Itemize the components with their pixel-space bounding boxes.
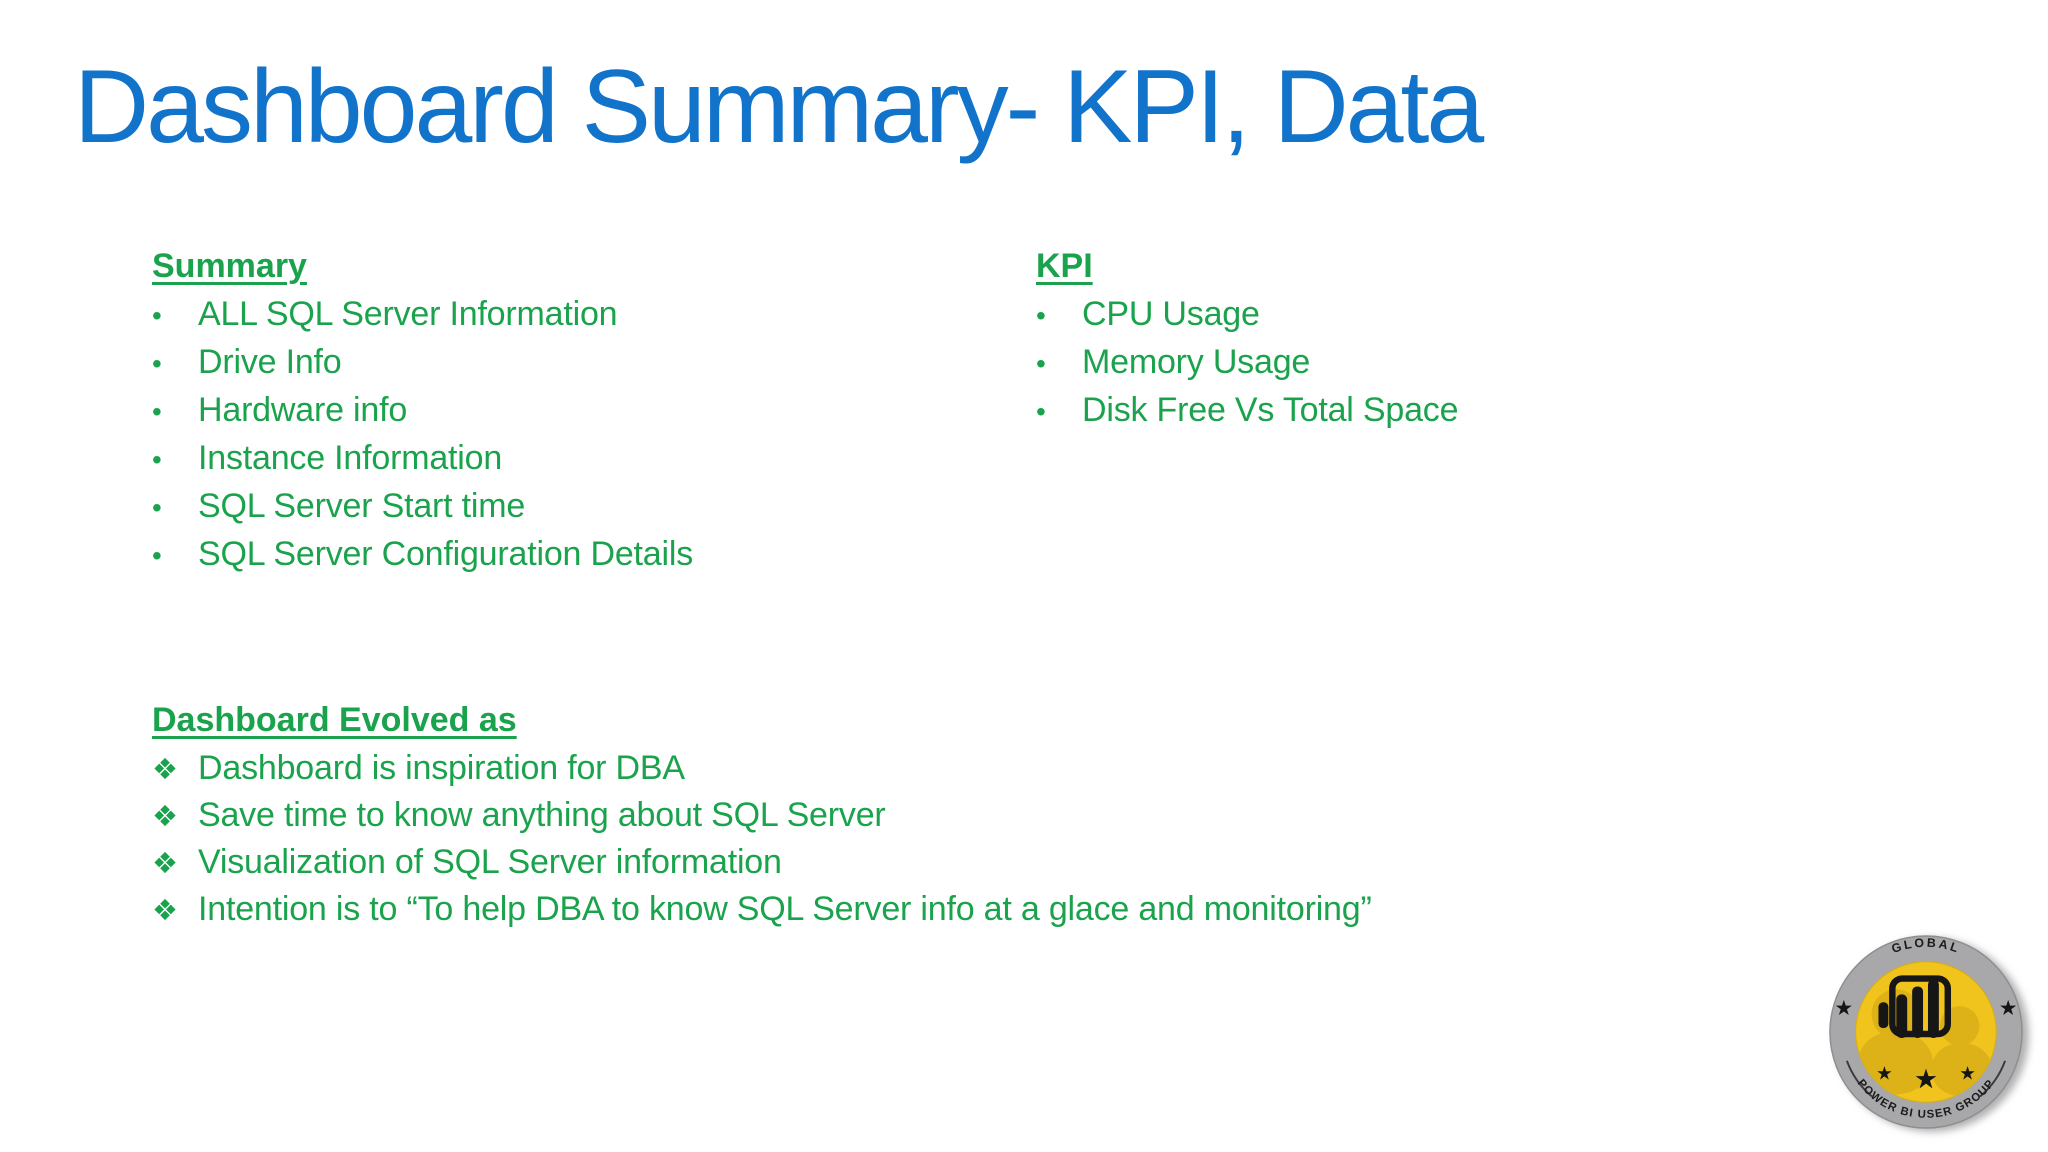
dashboard-evolved-list: ❖ Dashboard is inspiration for DBA ❖ Save … <box>152 745 1372 933</box>
ring-side-arcs <box>1845 1060 2007 1098</box>
list-item-text: Hardware info <box>198 391 408 429</box>
list-item: • SQL Server Start time <box>152 483 693 531</box>
power-bi-logo-icon <box>1878 975 1951 1038</box>
list-item-text: Save time to know anything about SQL Ser… <box>198 796 886 834</box>
list-item-text: Intention is to “To help DBA to know SQL… <box>198 890 1372 928</box>
list-item: ❖ Visualization of SQL Server information <box>152 839 1372 886</box>
list-item-text: SQL Server Configuration Details <box>198 535 694 573</box>
summary-heading: Summary <box>152 247 307 285</box>
kpi-section: KPI • CPU Usage • Memory Usage • Disk Free … <box>1036 246 1458 435</box>
bullet-dot-icon: • <box>152 348 162 379</box>
list-item: • SQL Server Configuration Details <box>152 531 693 579</box>
bullet-dot-icon: • <box>152 540 162 571</box>
list-item-text: Memory Usage <box>1082 343 1311 381</box>
kpi-heading: KPI <box>1036 247 1093 285</box>
list-item-text: ALL SQL Server Information <box>198 295 618 333</box>
bullet-diamond-icon: ❖ <box>152 752 178 786</box>
bullet-diamond-icon: ❖ <box>152 893 178 927</box>
summary-list: •ALL SQL Server Information •Drive Info … <box>152 291 693 579</box>
list-item: • Memory Usage <box>1036 339 1458 387</box>
bullet-dot-icon: • <box>152 300 162 331</box>
list-item: • Hardware info <box>152 387 693 435</box>
bullet-dot-icon: • <box>152 396 162 427</box>
bullet-dot-icon: • <box>152 492 162 523</box>
power-bi-user-group-badge: GLOBAL POWER BI USER GROUP <box>1829 935 2023 1129</box>
dashboard-evolved-heading: Dashboard Evolved as <box>152 701 517 739</box>
slide-title: Dashboard Summary- KPI, Data <box>74 49 1484 165</box>
list-item: • Drive Info <box>152 339 693 387</box>
badge-top-text: GLOBAL <box>1890 936 1963 956</box>
list-item-text: SQL Server Start time <box>198 487 526 525</box>
list-item: • Instance Information <box>152 435 693 483</box>
list-item: • ALL SQL Server Information <box>152 291 693 339</box>
bullet-diamond-icon: ❖ <box>152 846 178 880</box>
bullet-dot-icon: • <box>1036 348 1046 379</box>
list-item: • CPU Usage <box>1036 291 1458 339</box>
bullet-dot-icon: • <box>152 444 162 475</box>
list-item: ❖ Dashboard is inspiration for DBA <box>152 745 1372 792</box>
list-item-text: Disk Free Vs Total Space <box>1082 391 1459 429</box>
list-item-text: Visualization of SQL Server information <box>198 843 782 881</box>
list-item: ❖ Save time to know anything about SQL Se… <box>152 792 1372 839</box>
list-item-text: Instance Information <box>198 439 503 477</box>
list-item: ❖ Intention is to “To help DBA to know SQ… <box>152 886 1372 933</box>
list-item-text: Drive Info <box>198 343 342 381</box>
bullet-diamond-icon: ❖ <box>152 799 178 833</box>
list-item: • Disk Free Vs Total Space <box>1036 387 1458 435</box>
dashboard-evolved-section: Dashboard Evolved as ❖ Dashboard is inspi… <box>152 700 1372 933</box>
list-item-text: CPU Usage <box>1082 295 1260 333</box>
bullet-dot-icon: • <box>1036 396 1046 427</box>
bullet-dot-icon: • <box>1036 300 1046 331</box>
list-item-text: Dashboard is inspiration for DBA <box>198 749 685 787</box>
summary-section: Summary • ALL SQL Server Information • Dri… <box>152 246 693 579</box>
kpi-list: • CPU Usage • Memory Usage • Disk Free Vs T… <box>1036 291 1458 435</box>
